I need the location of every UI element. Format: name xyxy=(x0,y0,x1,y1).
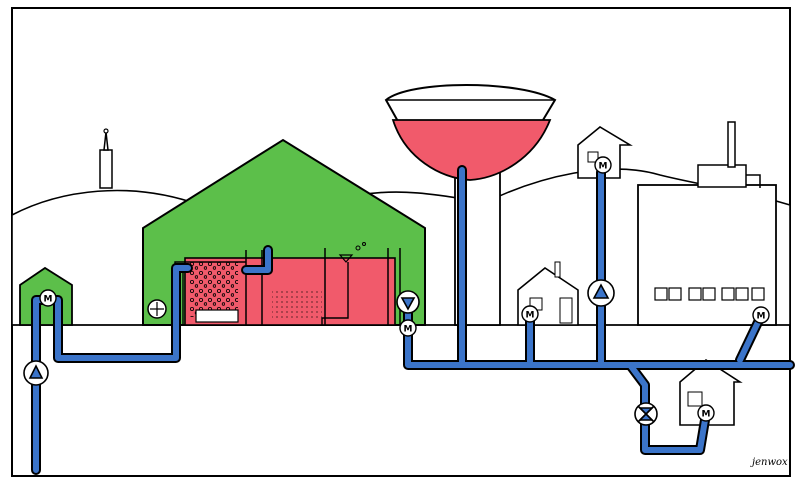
treatment-plant-icon xyxy=(142,138,426,326)
pump-icon xyxy=(23,360,49,386)
water-pipes xyxy=(31,165,795,475)
house-icon-underground xyxy=(679,359,743,426)
svg-text:M: M xyxy=(526,311,535,321)
lighthouse-icon xyxy=(99,128,113,189)
svg-text:M: M xyxy=(757,312,766,322)
valve-icon xyxy=(634,402,658,426)
svg-text:M: M xyxy=(404,325,413,335)
svg-text:M: M xyxy=(44,295,53,305)
meter-icon: M M M M M M xyxy=(39,156,770,422)
house-icon-hill xyxy=(577,126,633,179)
svg-text:M: M xyxy=(702,410,711,420)
artist-signature: jenwox xyxy=(752,457,788,468)
factory-icon xyxy=(637,121,777,326)
pump-icon-hill xyxy=(587,279,615,307)
pump-icon-tower xyxy=(396,290,420,314)
svg-text:M: M xyxy=(599,162,608,172)
